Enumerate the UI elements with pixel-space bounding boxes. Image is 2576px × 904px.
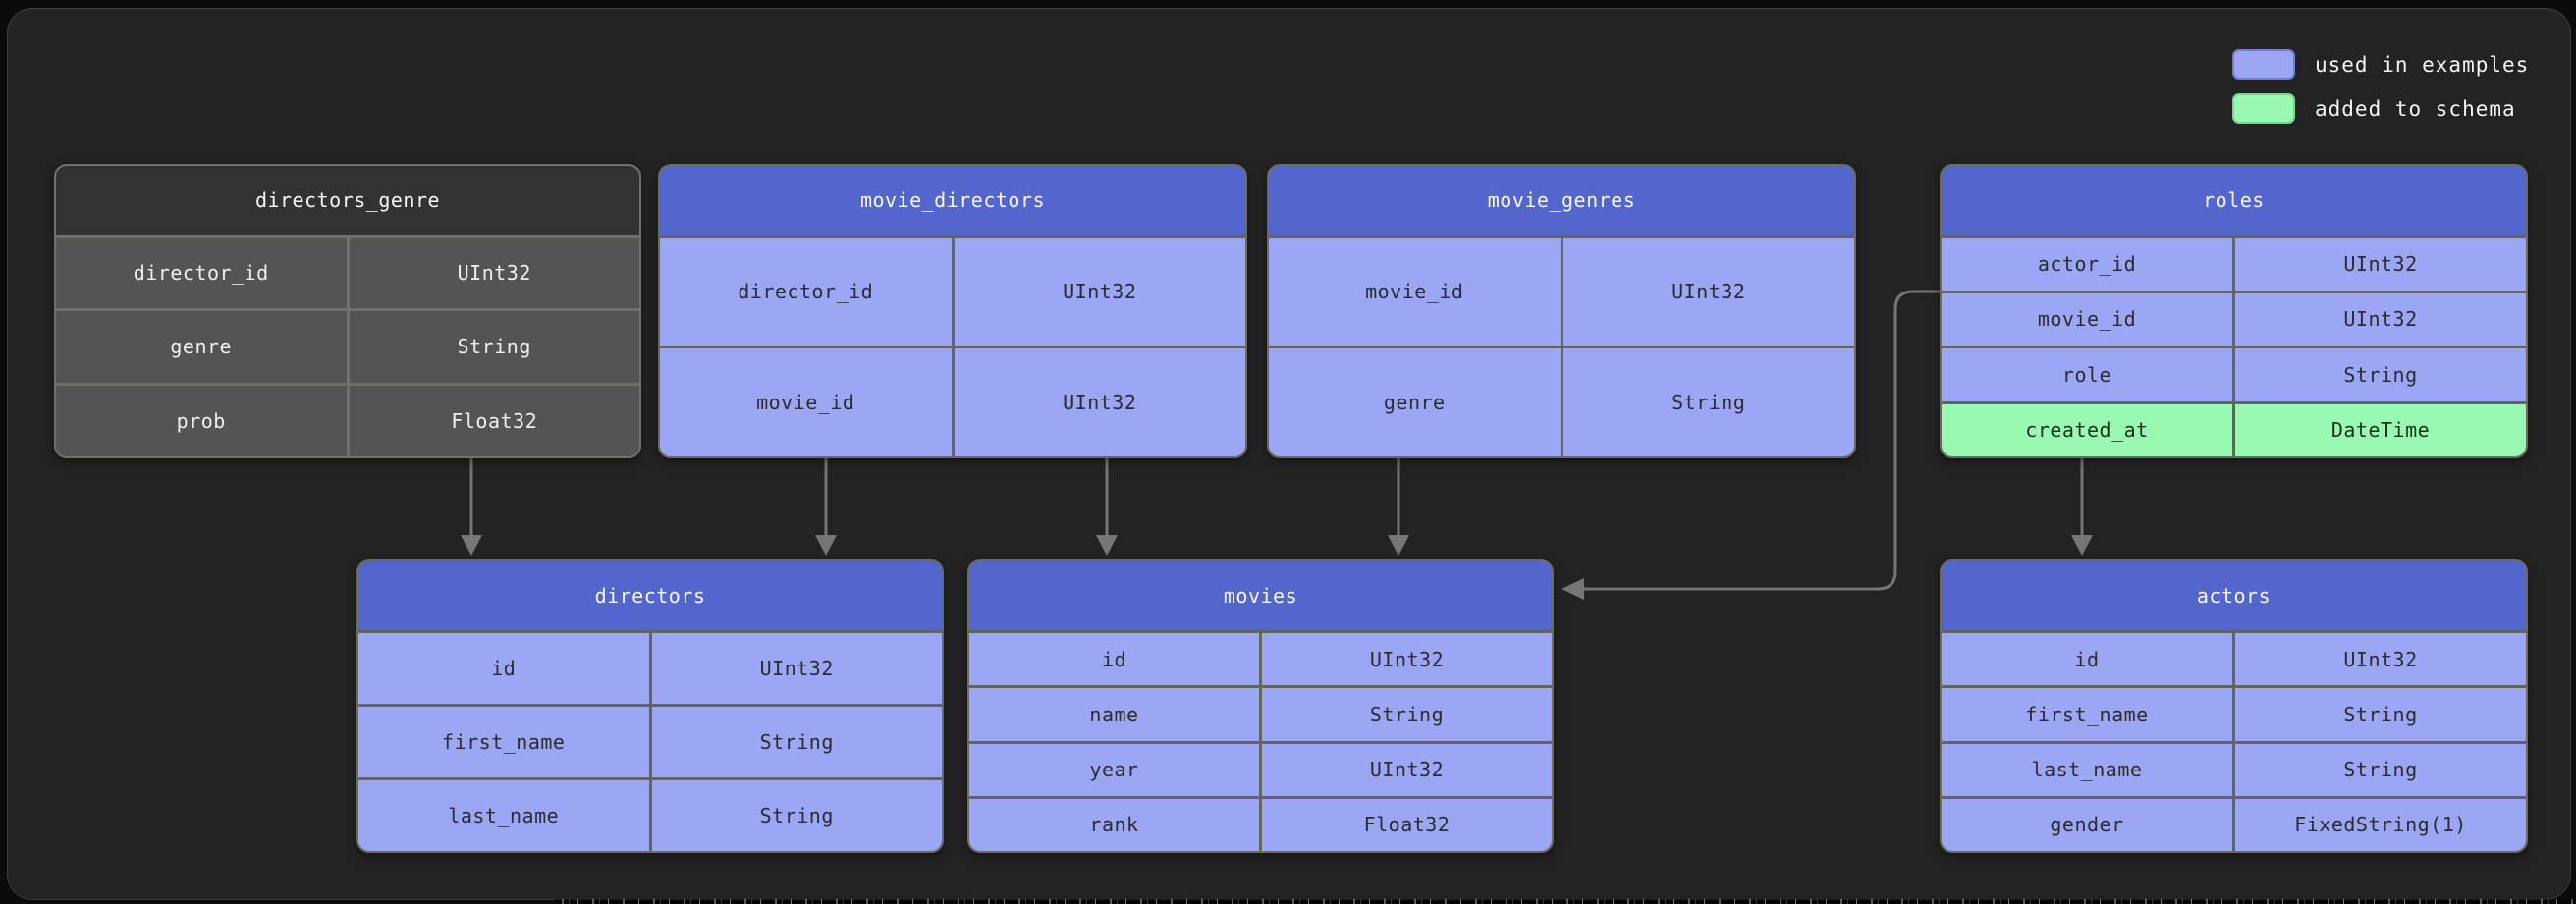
table-movie-directors: movie_directors director_id UInt32 movie… xyxy=(658,164,1247,458)
column-name-cell: movie_id xyxy=(1942,292,2232,346)
column-type-cell: String xyxy=(648,707,942,777)
table-roles: roles actor_id UInt32 movie_id UInt32 ro… xyxy=(1940,164,2528,458)
column-name-cell: first_name xyxy=(1942,688,2232,741)
table-row: movie_id UInt32 xyxy=(660,346,1245,456)
table-title: movie_genres xyxy=(1269,166,1854,235)
column-name-cell: movie_id xyxy=(660,348,952,456)
table-row: last_name String xyxy=(358,777,942,851)
table-directors: directors id UInt32 first_name String la… xyxy=(356,559,944,853)
table-row: id UInt32 xyxy=(969,630,1552,686)
table-row: id UInt32 xyxy=(1942,630,2526,686)
column-name-cell: name xyxy=(969,688,1259,741)
table-title: roles xyxy=(1942,166,2526,235)
legend-label: added to schema xyxy=(2315,96,2516,121)
table-row: role String xyxy=(1942,346,2526,401)
column-name-cell: movie_id xyxy=(1269,238,1561,346)
column-type-cell: UInt32 xyxy=(951,238,1245,346)
legend-label: used in examples xyxy=(2315,52,2530,77)
column-name-cell: gender xyxy=(1942,798,2232,851)
table-row: first_name String xyxy=(358,704,942,777)
column-type-cell: UInt32 xyxy=(1259,743,1552,796)
column-name-cell: role xyxy=(1942,348,2232,401)
column-name-cell: id xyxy=(1942,633,2232,686)
table-title: actors xyxy=(1942,561,2526,630)
column-type-cell: Float32 xyxy=(1259,798,1552,851)
table-row: first_name String xyxy=(1942,685,2526,741)
column-name-cell: last_name xyxy=(358,780,649,851)
column-name-cell: actor_id xyxy=(1942,238,2232,291)
screen-edge-artifact xyxy=(555,899,2576,904)
column-type-cell: String xyxy=(346,311,639,383)
column-name-cell: id xyxy=(969,633,1259,686)
table-movie-genres: movie_genres movie_id UInt32 genre Strin… xyxy=(1267,164,1856,458)
column-name-cell: director_id xyxy=(56,238,347,309)
table-row: id UInt32 xyxy=(358,630,942,704)
column-name-cell: prob xyxy=(56,385,347,456)
table-row: name String xyxy=(969,685,1552,741)
column-type-cell: UInt32 xyxy=(346,238,639,309)
table-row-added-to-schema: created_at DateTime xyxy=(1942,400,2526,456)
column-name-cell: director_id xyxy=(660,238,952,346)
column-name-cell: created_at xyxy=(1942,403,2232,456)
table-movies: movies id UInt32 name String year UInt32… xyxy=(967,559,1554,853)
table-row: movie_id UInt32 xyxy=(1942,290,2526,346)
column-type-cell: String xyxy=(2232,348,2526,401)
column-type-cell: UInt32 xyxy=(2232,633,2526,686)
column-type-cell: DateTime xyxy=(2232,403,2526,456)
column-type-cell: UInt32 xyxy=(648,633,942,704)
column-type-cell: String xyxy=(648,780,942,851)
column-type-cell: String xyxy=(2232,688,2526,741)
column-name-cell: rank xyxy=(969,798,1259,851)
table-row: movie_id UInt32 xyxy=(1269,235,1854,346)
table-row: director_id UInt32 xyxy=(660,235,1245,346)
column-name-cell: genre xyxy=(56,311,347,383)
table-row: genre String xyxy=(56,308,639,383)
table-row: year UInt32 xyxy=(969,740,1552,796)
column-type-cell: FixedString(1) xyxy=(2232,798,2526,851)
table-row: genre String xyxy=(1269,346,1854,456)
legend-swatch-added-to-schema xyxy=(2232,93,2295,124)
table-row: prob Float32 xyxy=(56,382,639,456)
column-type-cell: UInt32 xyxy=(1259,633,1552,686)
column-type-cell: String xyxy=(1560,348,1854,456)
table-row: gender FixedString(1) xyxy=(1942,795,2526,851)
column-name-cell: last_name xyxy=(1942,743,2232,796)
legend-swatch-used-in-examples xyxy=(2232,49,2295,80)
column-name-cell: year xyxy=(969,743,1259,796)
column-type-cell: UInt32 xyxy=(951,348,1245,456)
table-title: movies xyxy=(969,561,1552,630)
table-directors-genre: directors_genre director_id UInt32 genre… xyxy=(54,164,641,458)
table-row: last_name String xyxy=(1942,740,2526,796)
table-title: directors_genre xyxy=(56,166,639,235)
column-type-cell: UInt32 xyxy=(2232,292,2526,346)
column-name-cell: first_name xyxy=(358,707,649,777)
column-name-cell: genre xyxy=(1269,348,1561,456)
column-name-cell: id xyxy=(358,633,649,704)
column-type-cell: Float32 xyxy=(346,385,639,456)
table-title: movie_directors xyxy=(660,166,1245,235)
table-row: rank Float32 xyxy=(969,795,1552,851)
table-actors: actors id UInt32 first_name String last_… xyxy=(1940,559,2528,853)
column-type-cell: UInt32 xyxy=(1560,238,1854,346)
column-type-cell: String xyxy=(2232,743,2526,796)
table-title: directors xyxy=(358,561,942,630)
column-type-cell: UInt32 xyxy=(2232,238,2526,291)
column-type-cell: String xyxy=(1259,688,1552,741)
table-row: director_id UInt32 xyxy=(56,235,639,309)
table-row: actor_id UInt32 xyxy=(1942,235,2526,291)
